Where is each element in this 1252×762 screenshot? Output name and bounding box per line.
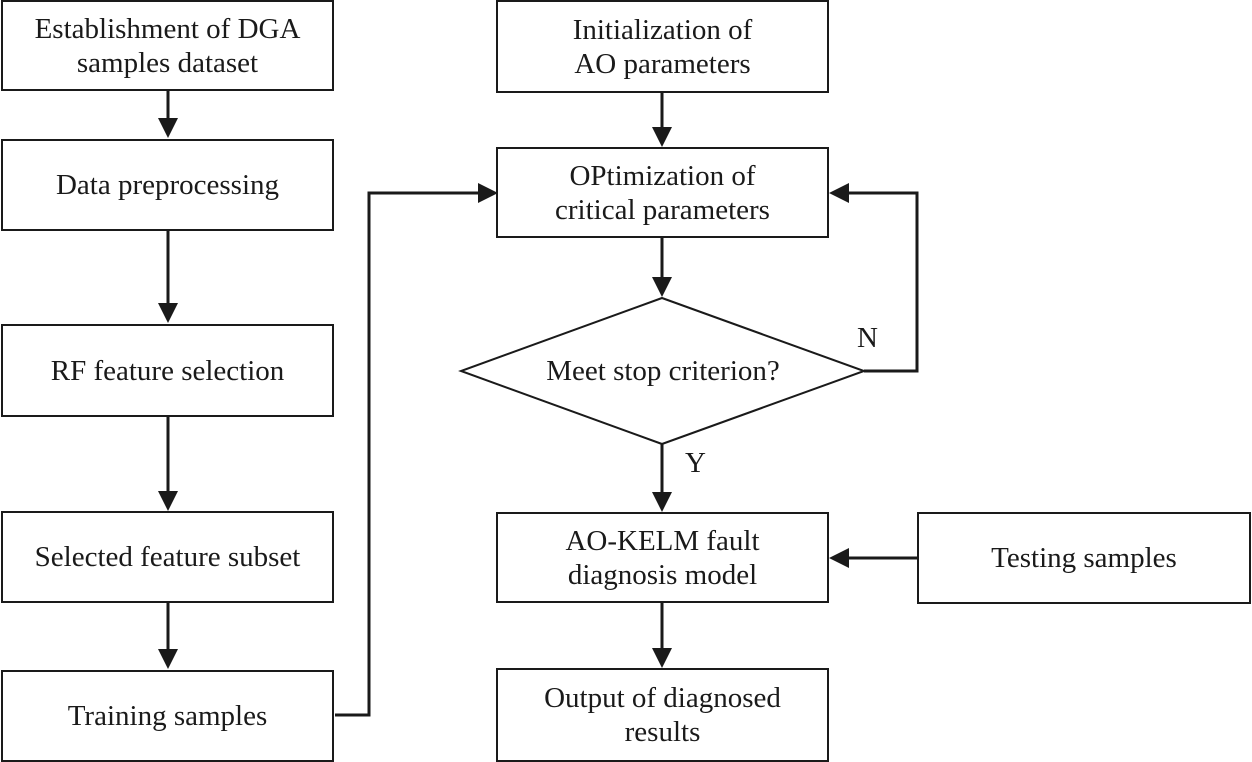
- arrowhead-preprocessing: [158, 118, 178, 138]
- selected-subset-box: Selected feature subset: [1, 511, 334, 603]
- arrowhead-optimization-top: [652, 127, 672, 147]
- arrow-decision-no-loop: [849, 191, 919, 373]
- optimization-line1: OPtimization of: [569, 159, 756, 192]
- decision-label: Meet stop criterion?: [546, 354, 780, 387]
- initialization-line1: Initialization of: [572, 13, 753, 46]
- optimization-line2: critical parameters: [555, 193, 770, 226]
- selected-subset-label: Selected feature subset: [34, 541, 301, 573]
- preprocessing-label: Data preprocessing: [55, 169, 280, 201]
- rf-selection-box: RF feature selection: [1, 324, 334, 417]
- establishment-line2: samples dataset: [76, 46, 259, 79]
- output-line1: Output of diagnosed: [544, 682, 781, 714]
- kelm-model-line2: diagnosis model: [567, 558, 758, 591]
- output-line2: results: [624, 716, 701, 748]
- testing-label: Testing samples: [991, 542, 1177, 574]
- arrowhead-optimization-left: [478, 183, 498, 203]
- optimization-box: OPtimization of critical parameters: [496, 147, 829, 238]
- yes-label: Y: [685, 447, 706, 479]
- testing-box: Testing samples: [917, 512, 1251, 604]
- arrowhead-kelm-right: [829, 548, 849, 568]
- arrowhead-kelm-top: [652, 492, 672, 512]
- training-box: Training samples: [1, 670, 334, 762]
- initialization-line2: AO parameters: [574, 47, 751, 80]
- output-box: Output of diagnosed results: [496, 668, 829, 762]
- arrowhead-optimization-right: [829, 183, 849, 203]
- kelm-model-line1: AO-KELM fault: [565, 524, 760, 557]
- arrowhead-output: [652, 648, 672, 668]
- kelm-model-box: AO-KELM fault diagnosis model: [496, 512, 829, 603]
- training-label: Training samples: [67, 700, 268, 732]
- no-label: N: [857, 322, 878, 354]
- arrowhead-subset: [158, 491, 178, 511]
- arrow-training-to-optimization: [335, 191, 478, 717]
- arrowhead-training: [158, 649, 178, 669]
- arrowhead-decision: [652, 277, 672, 297]
- initialization-box: Initialization of AO parameters: [496, 0, 829, 93]
- arrowhead-rf: [158, 303, 178, 323]
- establishment-line1: Establishment of DGA: [34, 12, 301, 45]
- decision-diamond: [458, 296, 867, 446]
- rf-selection-label: RF feature selection: [50, 354, 285, 387]
- establishment-box: Establishment of DGA samples dataset: [1, 0, 334, 91]
- preprocessing-box: Data preprocessing: [1, 139, 334, 231]
